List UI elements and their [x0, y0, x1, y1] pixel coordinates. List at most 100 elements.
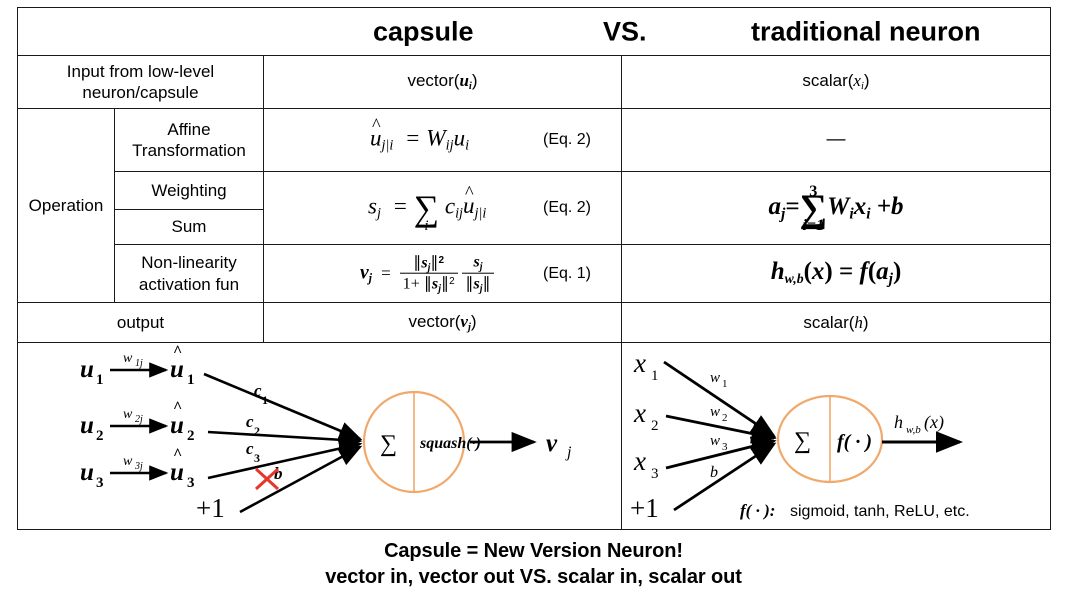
comparison-table: capsule VS. traditional neuron Input fro… [17, 7, 1051, 530]
neuron-input-2-sub: 2 [651, 418, 659, 434]
caption-line-1: Capsule = New Version Neuron! [384, 540, 683, 562]
neuron-output-arg: (x) [924, 412, 944, 433]
neuron-output-sub: w,b [906, 424, 921, 436]
table-header-row: capsule VS. traditional neuron [17, 7, 1051, 56]
capsule-node-sum-symbol: ∑ [380, 431, 397, 457]
capsule-output-var: v [460, 311, 468, 331]
capsule-input-3: u [80, 459, 94, 486]
capsule-input-var: u [459, 71, 469, 91]
cell-capsule-squash-eq: vj = ∥sj∥2 1+ ∥sj∥2 sj ∥sj∥ (Eq. 1) [263, 244, 622, 303]
neuron-input-text: scalar( [802, 71, 854, 91]
neuron-input-2: x [633, 398, 646, 428]
neuron-node-sum-symbol: ∑ [794, 428, 811, 454]
capsule-weight-1-sub: 1j [135, 358, 143, 369]
header-capsule-label: capsule [373, 16, 474, 46]
affine-label-line2: Transformation [132, 141, 246, 160]
capsule-uhat-2: u [170, 412, 184, 439]
neuron-input-var: x [853, 71, 861, 91]
table-row-output: output vector(vj) scalar(h) [17, 302, 1051, 343]
neuron-input-1: x [633, 348, 646, 378]
neuron-input-3: x [633, 446, 646, 476]
table-row-diagrams: u 1 w 1j ^ u 1 u 2 w 2j ^ [17, 342, 1051, 530]
capsule-uhat-3-hat: ^ [173, 446, 182, 463]
cell-capsule-weighting-sum-eq: sj = ∑i cij^uj|i (Eq. 2) [263, 171, 622, 245]
neuron-input-3-sub: 3 [651, 466, 659, 482]
neuron-output-label: h [894, 412, 903, 432]
capsule-network-diagram: u 1 w 1j ^ u 1 u 2 w 2j ^ [80, 344, 572, 523]
row-label-sum: Sum [114, 209, 264, 245]
sum-label: Sum [171, 217, 207, 237]
capsule-output-text: vector( [408, 311, 461, 331]
neuron-input-1-sub: 1 [651, 368, 659, 384]
figure-caption: Capsule = New Version Neuron! vector in,… [0, 538, 1067, 591]
neuron-weight-3-sub: 3 [722, 441, 728, 453]
capsule-uhat-3: u [170, 459, 184, 486]
header-traditional-neuron-label: traditional neuron [751, 16, 981, 46]
table-row-nonlinearity: Non-linearity activation fun vj = ∥sj∥2 … [18, 244, 1051, 303]
capsule-weight-2: w [123, 407, 133, 422]
capsule-input-close: ) [471, 71, 478, 91]
row-label-affine: Affine Transformation [114, 108, 264, 172]
row-label-output: output [17, 302, 264, 343]
neuron-weight-2: w [710, 404, 720, 420]
table-row-weighting: Weighting sj = ∑i cij^uj|i (Eq. 2) aj= [18, 171, 1051, 245]
capsule-coeff-3-sub: 3 [254, 451, 260, 465]
operation-label: Operation [28, 195, 104, 215]
neuron-weight-1-sub: 1 [722, 378, 728, 390]
nonlinearity-eq-number: (Eq. 1) [542, 264, 591, 282]
capsule-weight-3: w [123, 454, 133, 469]
capsule-affine-equation: ^uj|i = Wijui [370, 114, 470, 154]
caption-line-2: vector in, vector out VS. scalar in, sca… [325, 566, 742, 589]
row-label-weighting: Weighting [114, 171, 264, 210]
nonlinearity-label-line1: Non-linearity [141, 253, 237, 273]
cell-neuron-diagram: x 1 x 2 x 3 +1 w 1 [621, 342, 1051, 530]
cell-capsule-diagram: u 1 w 1j ^ u 1 u 2 w 2j ^ [17, 342, 622, 530]
affine-eq-number: (Eq. 2) [542, 131, 591, 148]
neuron-input-sub: i [860, 81, 864, 93]
capsule-squash-equation: vj = ∥sj∥2 1+ ∥sj∥2 sj ∥sj∥ [360, 252, 494, 295]
capsule-uhat-1: u [170, 356, 184, 383]
neuron-node-activation-label: f( · ) [837, 431, 872, 453]
table-row-affine: Operation Affine Transformation ^uj|i = … [17, 108, 1051, 303]
cell-capsule-input: vector(ui) [263, 55, 622, 109]
weighting-label: Weighting [151, 180, 227, 200]
neuron-output-var: h [854, 312, 863, 332]
row-label-operation: Operation [17, 108, 115, 303]
capsule-node-squash-label: squash(·) [419, 435, 481, 452]
neuron-hypothesis-equation: hw,b(x) = f(aj) [770, 258, 902, 288]
capsule-coeff-1: c [254, 381, 262, 400]
capsule-input-3-sub: 3 [96, 475, 104, 491]
capsule-uhat-2-sub: 2 [187, 428, 195, 444]
neuron-footnote-fn: f( · ): [740, 501, 775, 520]
capsule-output-symbol: v [546, 430, 558, 457]
input-label-line2: neuron/capsule [82, 83, 199, 102]
capsule-coeff-3: c [246, 439, 254, 458]
cell-capsule-output: vector(vj) [263, 302, 622, 343]
capsule-bias-input: +1 [196, 493, 225, 523]
cell-neuron-output: scalar(h) [621, 302, 1051, 343]
capsule-input-text: vector( [407, 71, 460, 91]
neuron-footnote-text: sigmoid, tanh, ReLU, etc. [790, 503, 970, 520]
header-cell: capsule VS. traditional neuron [17, 7, 1051, 56]
traditional-neuron-diagram: x 1 x 2 x 3 +1 w 1 [630, 348, 970, 523]
table-row-sum: Sum [18, 209, 1051, 245]
capsule-coeff-2: c [246, 412, 254, 431]
neuron-input-close: ) [863, 71, 870, 91]
row-label-input: Input from low-level neuron/capsule [17, 55, 264, 109]
affine-label-line1: Affine [167, 119, 211, 139]
neuron-output-text: scalar( [803, 312, 855, 332]
cell-neuron-hypothesis-eq: hw,b(x) = f(aj) [621, 244, 1051, 303]
cell-capsule-affine-eq: ^uj|i = Wijui (Eq. 2) [263, 108, 622, 172]
capsule-input-1: u [80, 356, 94, 383]
capsule-input-sub: i [468, 81, 472, 93]
capsule-weight-1: w [123, 351, 133, 366]
capsule-output-sub: j [467, 321, 471, 333]
neuron-output-close: ) [862, 312, 869, 332]
bias-crossout-icon [254, 467, 280, 490]
neuron-bias-input: +1 [630, 493, 659, 523]
capsule-input-2-sub: 2 [96, 428, 104, 444]
neuron-affine-dash: — [826, 129, 846, 150]
